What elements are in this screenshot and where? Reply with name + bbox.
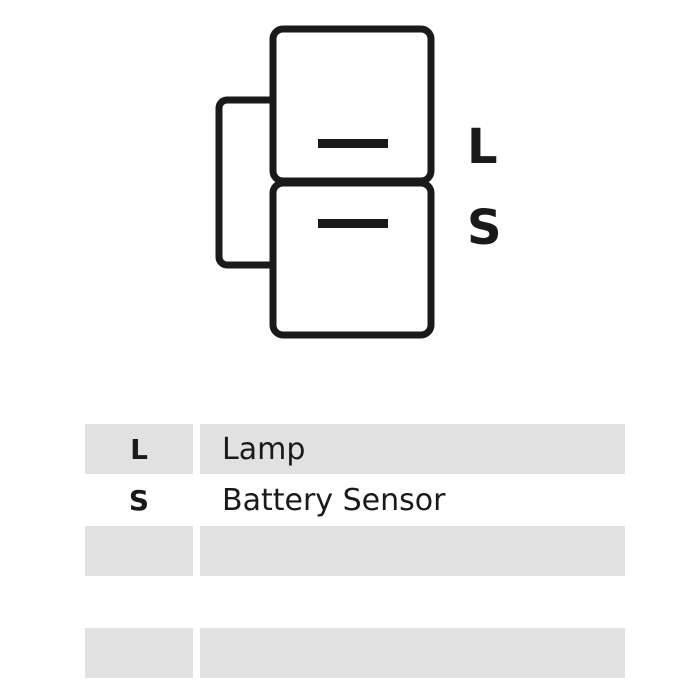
legend-row: L Lamp <box>85 424 625 474</box>
legend-pin-code <box>85 577 193 627</box>
legend-row <box>85 577 625 627</box>
legend-pin-description <box>200 628 625 678</box>
pin-blade-s <box>318 219 388 228</box>
pin-label-l: L <box>467 119 498 175</box>
legend-pin-code <box>85 526 193 576</box>
connector-diagram <box>215 25 435 339</box>
legend-pin-code <box>85 628 193 678</box>
legend-row <box>85 526 625 576</box>
legend-row <box>85 628 625 678</box>
legend-row: S Battery Sensor <box>85 475 625 525</box>
pin-blade-l <box>318 139 388 148</box>
connector-lower-housing <box>269 179 435 339</box>
legend-pin-description <box>200 526 625 576</box>
pin-legend-table: L Lamp S Battery Sensor <box>85 424 625 679</box>
connector-upper-housing <box>269 25 435 185</box>
legend-pin-description: Battery Sensor <box>222 482 446 518</box>
legend-pin-description: Lamp <box>200 424 625 474</box>
legend-pin-code: L <box>85 424 193 474</box>
legend-pin-description <box>200 577 625 627</box>
legend-pin-code: S <box>128 483 150 517</box>
pin-label-s: S <box>467 200 502 256</box>
